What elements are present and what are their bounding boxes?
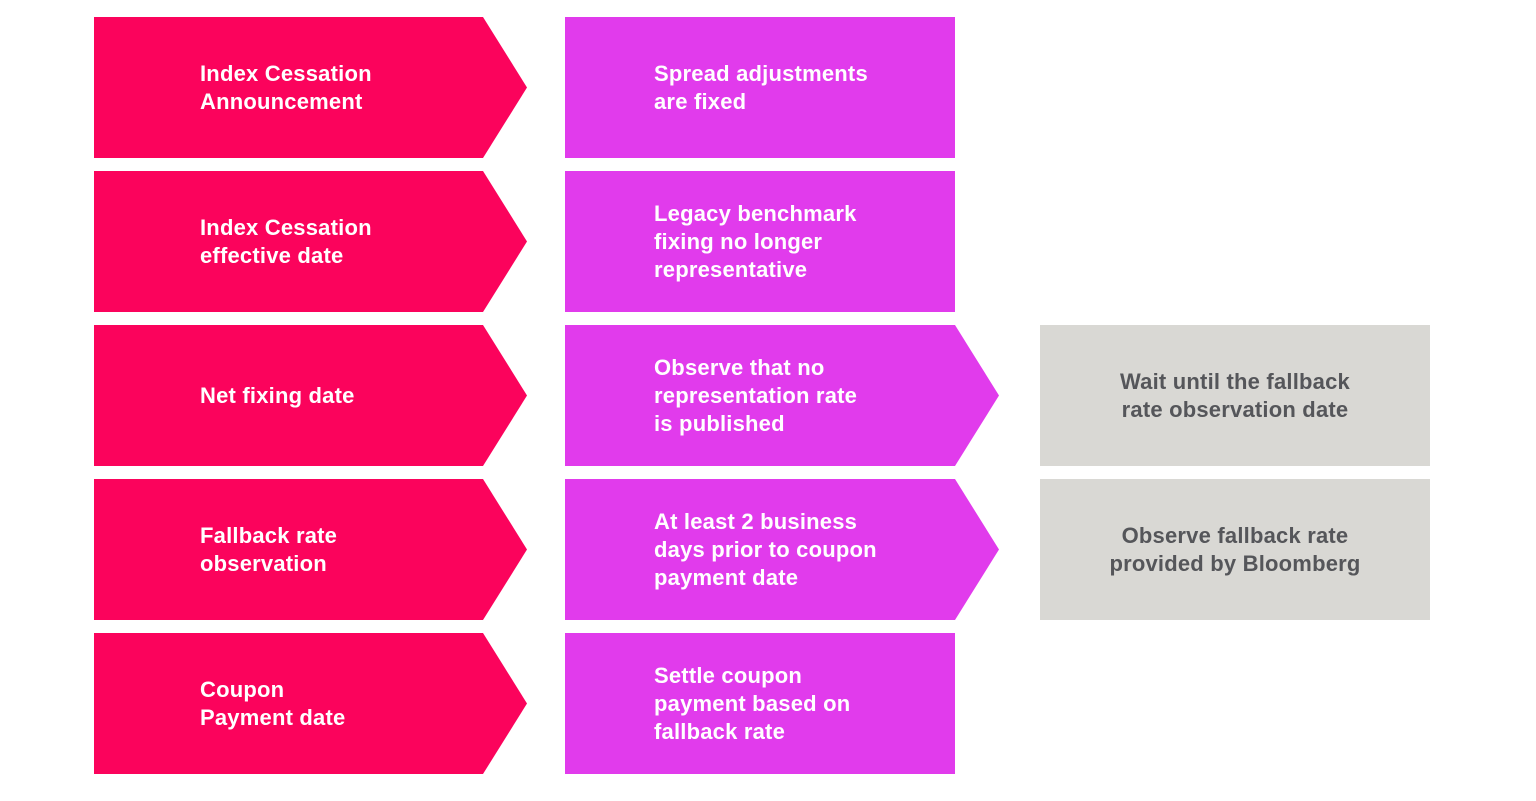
event-label: Settle coupon payment based on fallback … bbox=[654, 662, 851, 744]
event-settle-coupon-payment: Settle coupon payment based on fallback … bbox=[565, 633, 955, 774]
stage-label: Coupon Payment date bbox=[200, 676, 346, 730]
event-label: Legacy benchmark fixing no longer repres… bbox=[654, 200, 857, 282]
action-label: Observe fallback rate provided by Bloomb… bbox=[1109, 522, 1361, 576]
event-spread-adjustments-fixed: Spread adjustments are fixed bbox=[565, 17, 955, 158]
stage-fallback-rate-observation: Fallback rate observation bbox=[94, 479, 527, 620]
action-label: Wait until the fallback rate observation… bbox=[1120, 368, 1350, 422]
stage-coupon-payment-date: Coupon Payment date bbox=[94, 633, 527, 774]
event-label: Spread adjustments are fixed bbox=[654, 60, 868, 114]
stage-index-cessation-effective-date: Index Cessation effective date bbox=[94, 171, 527, 312]
event-label: Observe that no representation rate is p… bbox=[654, 354, 858, 436]
stage-label: Fallback rate observation bbox=[200, 522, 338, 576]
stage-label: Index Cessation Announcement bbox=[200, 60, 372, 114]
stage-index-cessation-announcement: Index Cessation Announcement bbox=[94, 17, 527, 158]
event-label: At least 2 business days prior to coupon… bbox=[654, 508, 877, 590]
stage-label: Index Cessation effective date bbox=[200, 214, 372, 268]
event-observe-no-representation-rate: Observe that no representation rate is p… bbox=[565, 325, 999, 466]
action-wait-until-fallback-observation: Wait until the fallback rate observation… bbox=[1040, 325, 1430, 466]
action-observe-fallback-rate-bloomberg: Observe fallback rate provided by Bloomb… bbox=[1040, 479, 1430, 620]
event-two-business-days-prior: At least 2 business days prior to coupon… bbox=[565, 479, 999, 620]
event-legacy-benchmark-not-representative: Legacy benchmark fixing no longer repres… bbox=[565, 171, 955, 312]
stage-label: Net fixing date bbox=[200, 382, 355, 408]
stage-net-fixing-date: Net fixing date bbox=[94, 325, 527, 466]
